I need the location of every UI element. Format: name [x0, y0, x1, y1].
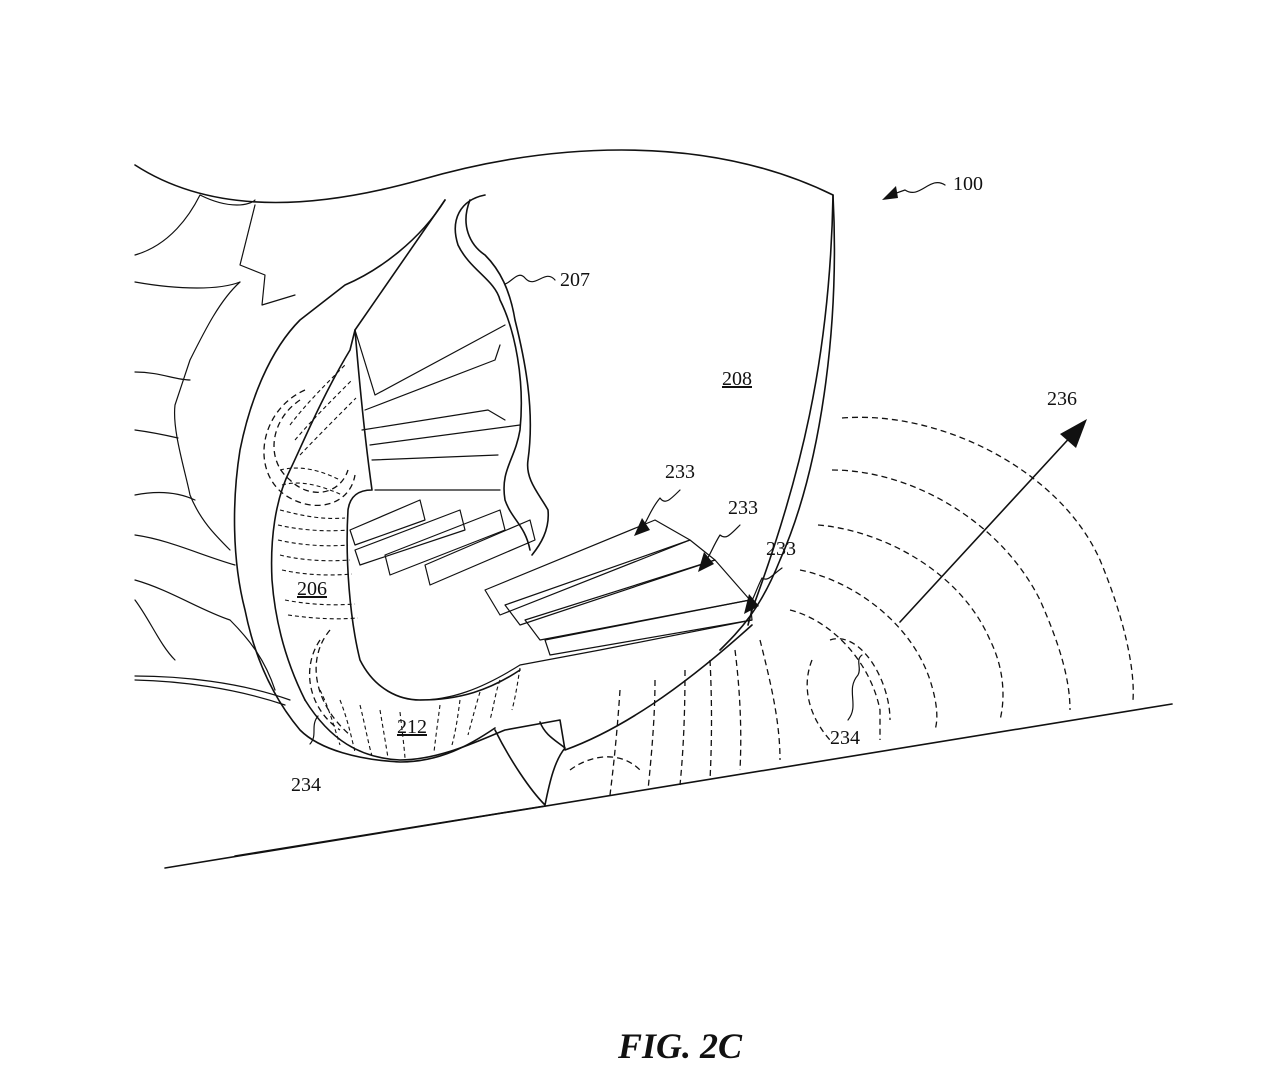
left-structure-1	[134, 194, 256, 256]
label-ref-233-b: 233	[728, 497, 758, 519]
label-ref-100: 100	[953, 173, 983, 195]
frame-inner-rim	[346, 329, 521, 701]
slat-lower-7	[524, 559, 751, 641]
slat-lower-4	[424, 519, 536, 586]
inner-blade-207	[454, 194, 531, 551]
left-structure-10	[134, 599, 176, 661]
left-structure-11	[134, 675, 291, 701]
slat-upper-4	[369, 424, 521, 446]
slat-upper-3	[361, 409, 506, 431]
slat-lower-1	[349, 499, 426, 546]
left-structure-6	[134, 429, 179, 439]
left-structure-4	[173, 281, 241, 551]
left-structure-3	[134, 281, 241, 289]
field-lines-234-left	[263, 389, 356, 736]
left-structure-5	[134, 371, 191, 381]
frame-outer-left	[233, 199, 496, 763]
arrowhead-233-a	[634, 518, 650, 536]
label-ref-233-c: 233	[766, 538, 796, 560]
figure-caption: FIG. 2C	[617, 1026, 743, 1066]
slat-upper-2	[364, 344, 501, 411]
label-ref-208: 208	[722, 368, 752, 390]
left-structure-9	[134, 579, 276, 691]
label-ref-212: 212	[397, 716, 427, 738]
arrowhead-233-b	[698, 552, 714, 572]
label-ref-234-right: 234	[830, 727, 860, 749]
left-structure-2	[239, 204, 296, 306]
ground-line-shadow	[234, 805, 546, 857]
left-structure-12	[134, 679, 286, 706]
slat-lower-3	[384, 509, 506, 576]
slat-upper-1	[354, 324, 506, 396]
leader-233-a	[641, 489, 681, 529]
field-lines-234-right	[569, 416, 1134, 796]
direction-arrow-236	[899, 431, 1076, 623]
left-structure-8	[134, 534, 236, 566]
inner-blade-207-edge	[465, 199, 550, 556]
label-ref-233-a: 233	[665, 461, 695, 483]
slat-upper-5	[371, 454, 499, 461]
label-ref-234-left: 234	[291, 774, 321, 796]
leader-207	[504, 274, 556, 285]
label-ref-207: 207	[560, 269, 590, 291]
housing-outline	[134, 149, 836, 651]
left-structure-7	[134, 491, 196, 501]
arrowhead-233-c	[744, 594, 759, 614]
label-ref-206: 206	[297, 578, 327, 600]
field-hatching-212	[319, 667, 521, 759]
slat-lower-2	[354, 509, 466, 566]
slat-lower-8	[544, 599, 753, 656]
stand-foot	[494, 721, 566, 806]
leader-233-b	[704, 524, 741, 563]
leader-206	[309, 715, 319, 745]
leader-234-right	[847, 654, 863, 721]
leader-100	[887, 182, 946, 197]
field-hatching-206	[277, 364, 359, 620]
arrowhead-100	[882, 186, 898, 200]
frame-inner-left	[270, 199, 446, 701]
label-ref-236: 236	[1047, 388, 1077, 410]
shell-208-face	[747, 194, 834, 626]
frame-lower-band-inner	[419, 619, 753, 701]
leader-233-c	[749, 567, 783, 605]
arrowhead-236	[1060, 419, 1087, 448]
